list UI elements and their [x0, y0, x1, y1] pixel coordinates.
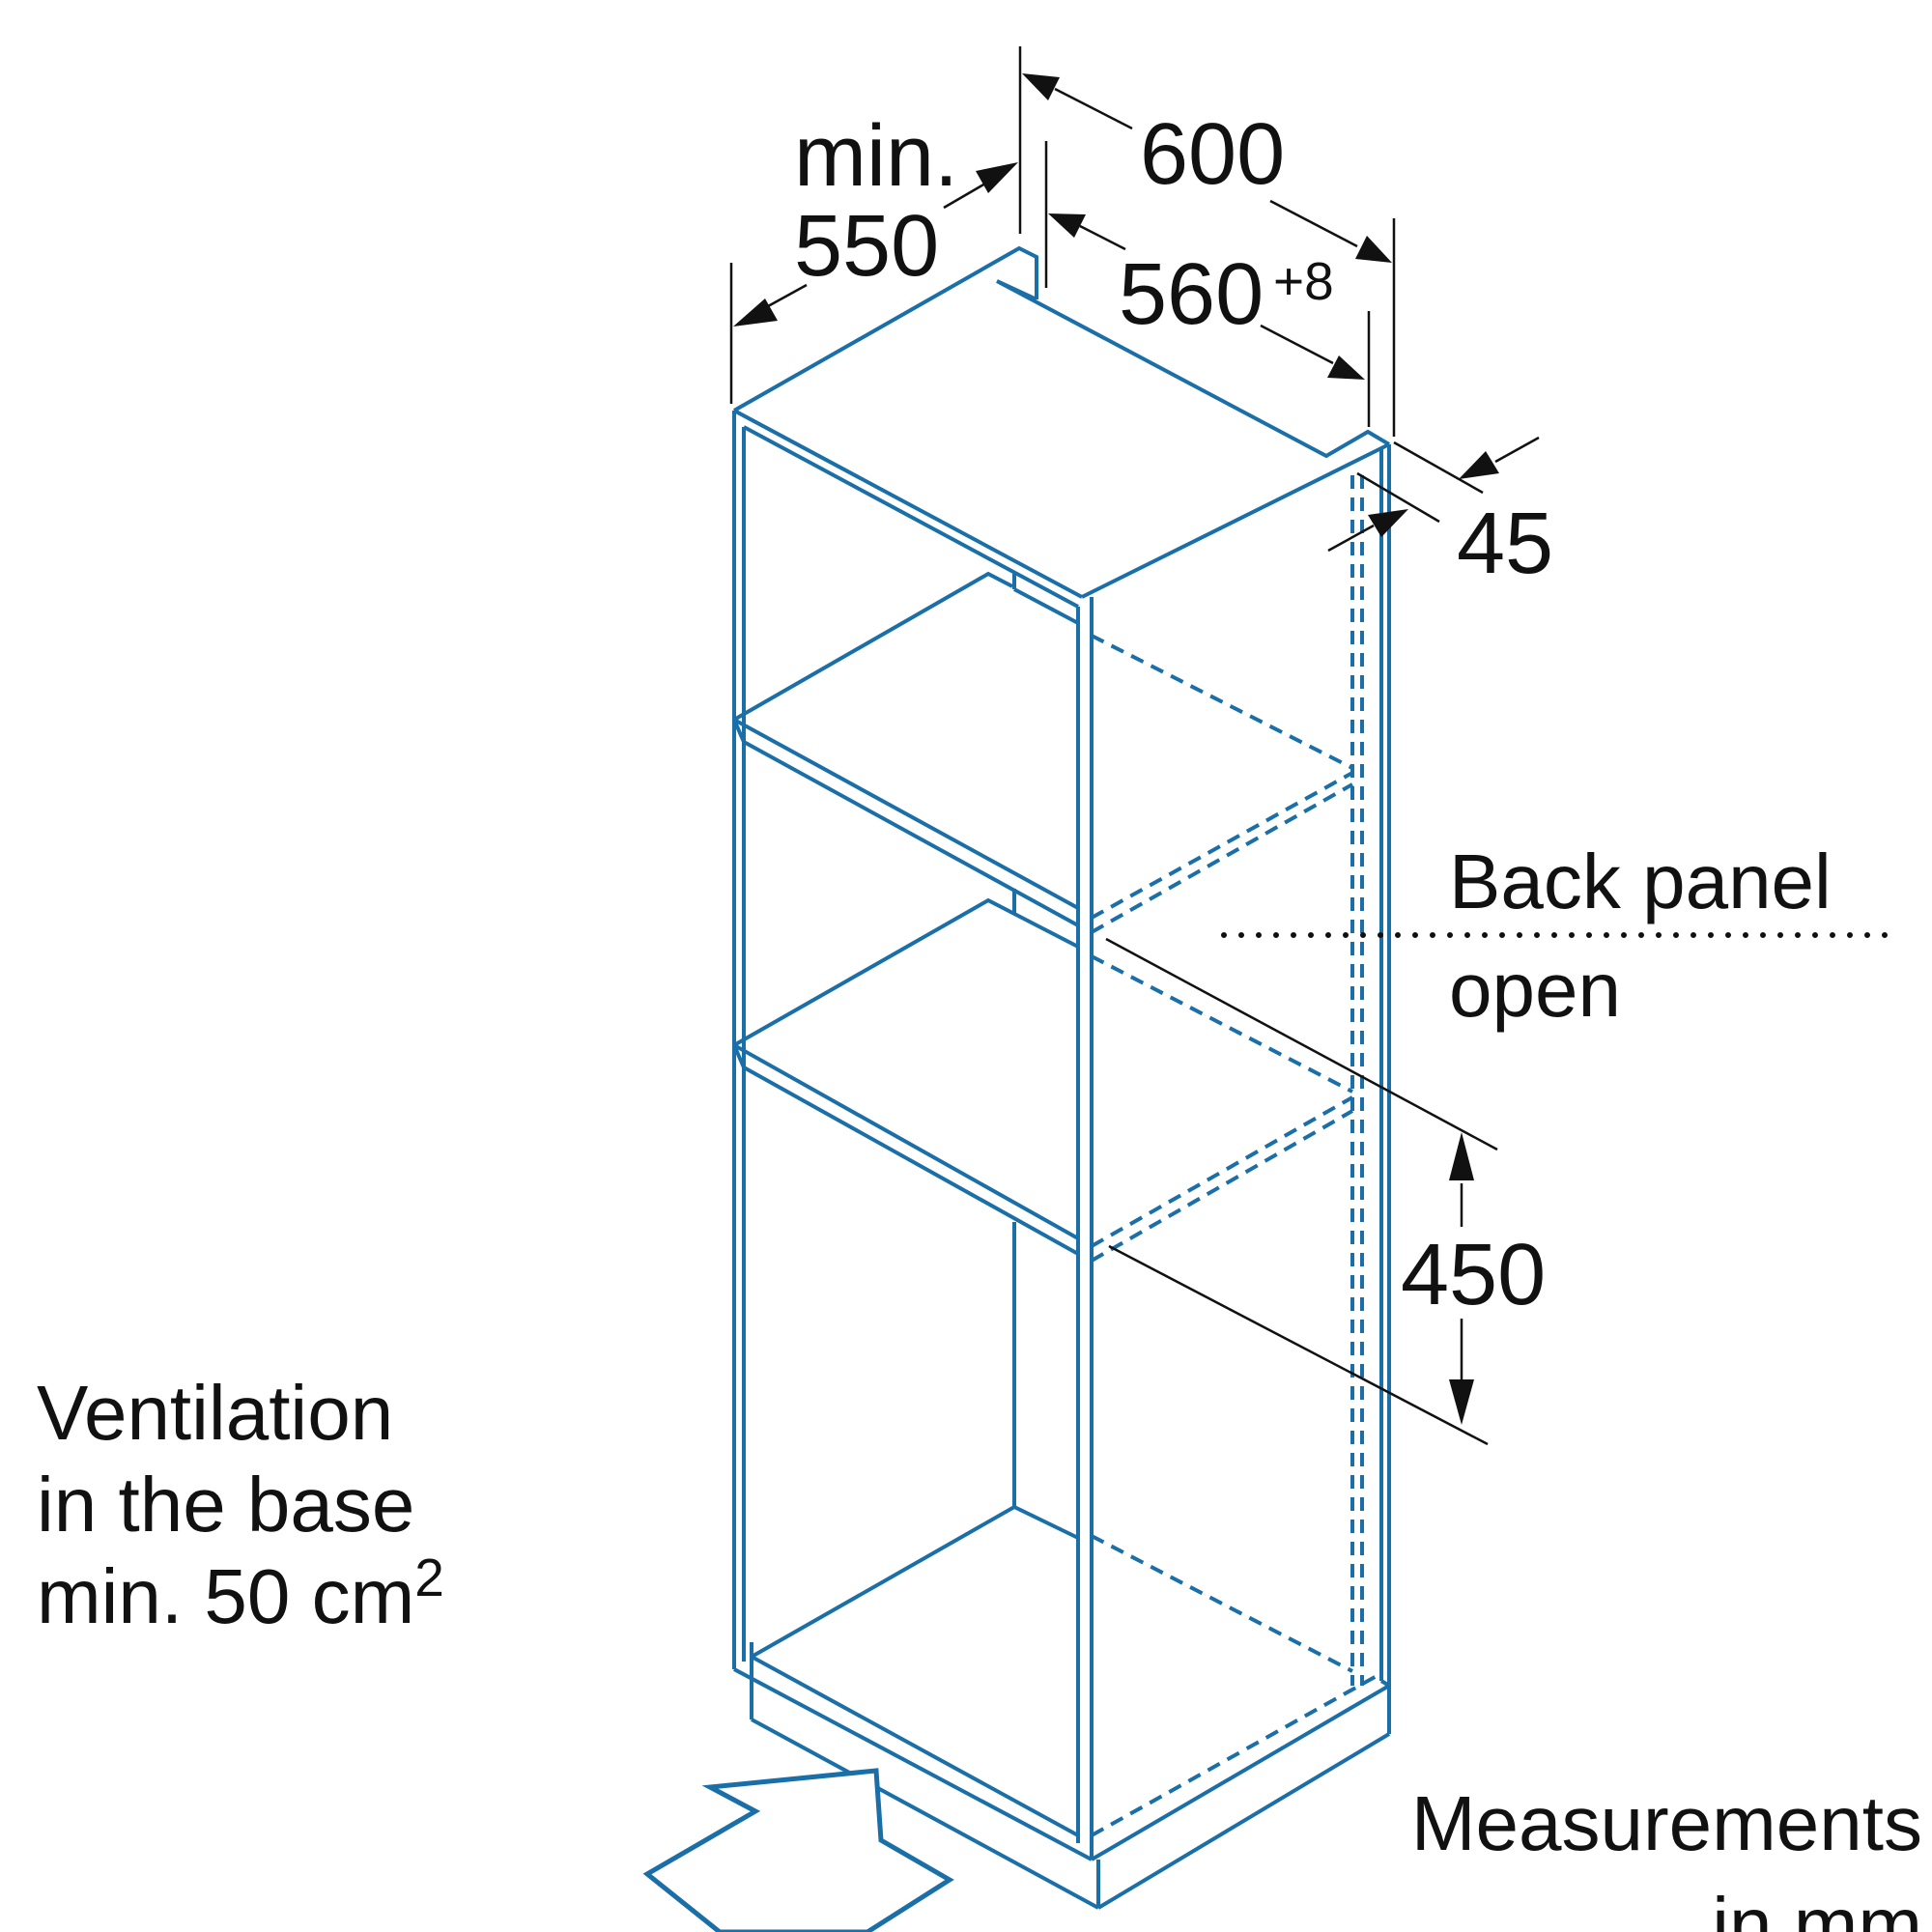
- units-label-line2: in mm: [1712, 1882, 1922, 1932]
- arrow-550-lower: [733, 298, 778, 327]
- arrow-560-left: [1048, 213, 1086, 238]
- arrow-600-left: [1022, 73, 1060, 100]
- dim-depth-min: 550: [794, 198, 939, 295]
- arrow-45-lower: [1368, 509, 1408, 537]
- units-label-line1: Measurements: [1411, 1780, 1922, 1866]
- arrow-450-lower: [1449, 1379, 1474, 1425]
- dim-width-niche: 560: [1119, 246, 1264, 343]
- dim-back-gap: 45: [1457, 496, 1553, 592]
- arrow-550-upper: [976, 162, 1018, 193]
- ventilation-label-value: min. 50 cm: [37, 1553, 414, 1639]
- dim-width-outer: 600: [1140, 106, 1285, 203]
- back-panel-label-line1: Back panel: [1449, 838, 1832, 924]
- arrow-560-right: [1327, 355, 1365, 380]
- dim-width-niche-tolerance: +8: [1273, 251, 1334, 311]
- inflow-arrow-icon: [642, 1768, 954, 1932]
- arrow-45-upper: [1459, 451, 1499, 479]
- ventilation-label-line2: in the base: [37, 1462, 414, 1548]
- arrow-450-upper: [1449, 1132, 1474, 1180]
- ventilation-label-line3: min. 50 cm2: [37, 1548, 444, 1639]
- back-panel-label-line2: open: [1449, 947, 1621, 1033]
- cabinet-outline: [732, 245, 1391, 1910]
- dim-niche-height: 450: [1401, 1227, 1546, 1323]
- arrow-600-right: [1355, 236, 1392, 263]
- dimension-lines: [729, 46, 1540, 1446]
- ventilation-label-superscript: 2: [414, 1548, 444, 1607]
- dim-min-label: min.: [794, 108, 958, 205]
- hidden-edges: [1091, 475, 1378, 1837]
- ventilation-label-line1: Ventilation: [37, 1370, 393, 1456]
